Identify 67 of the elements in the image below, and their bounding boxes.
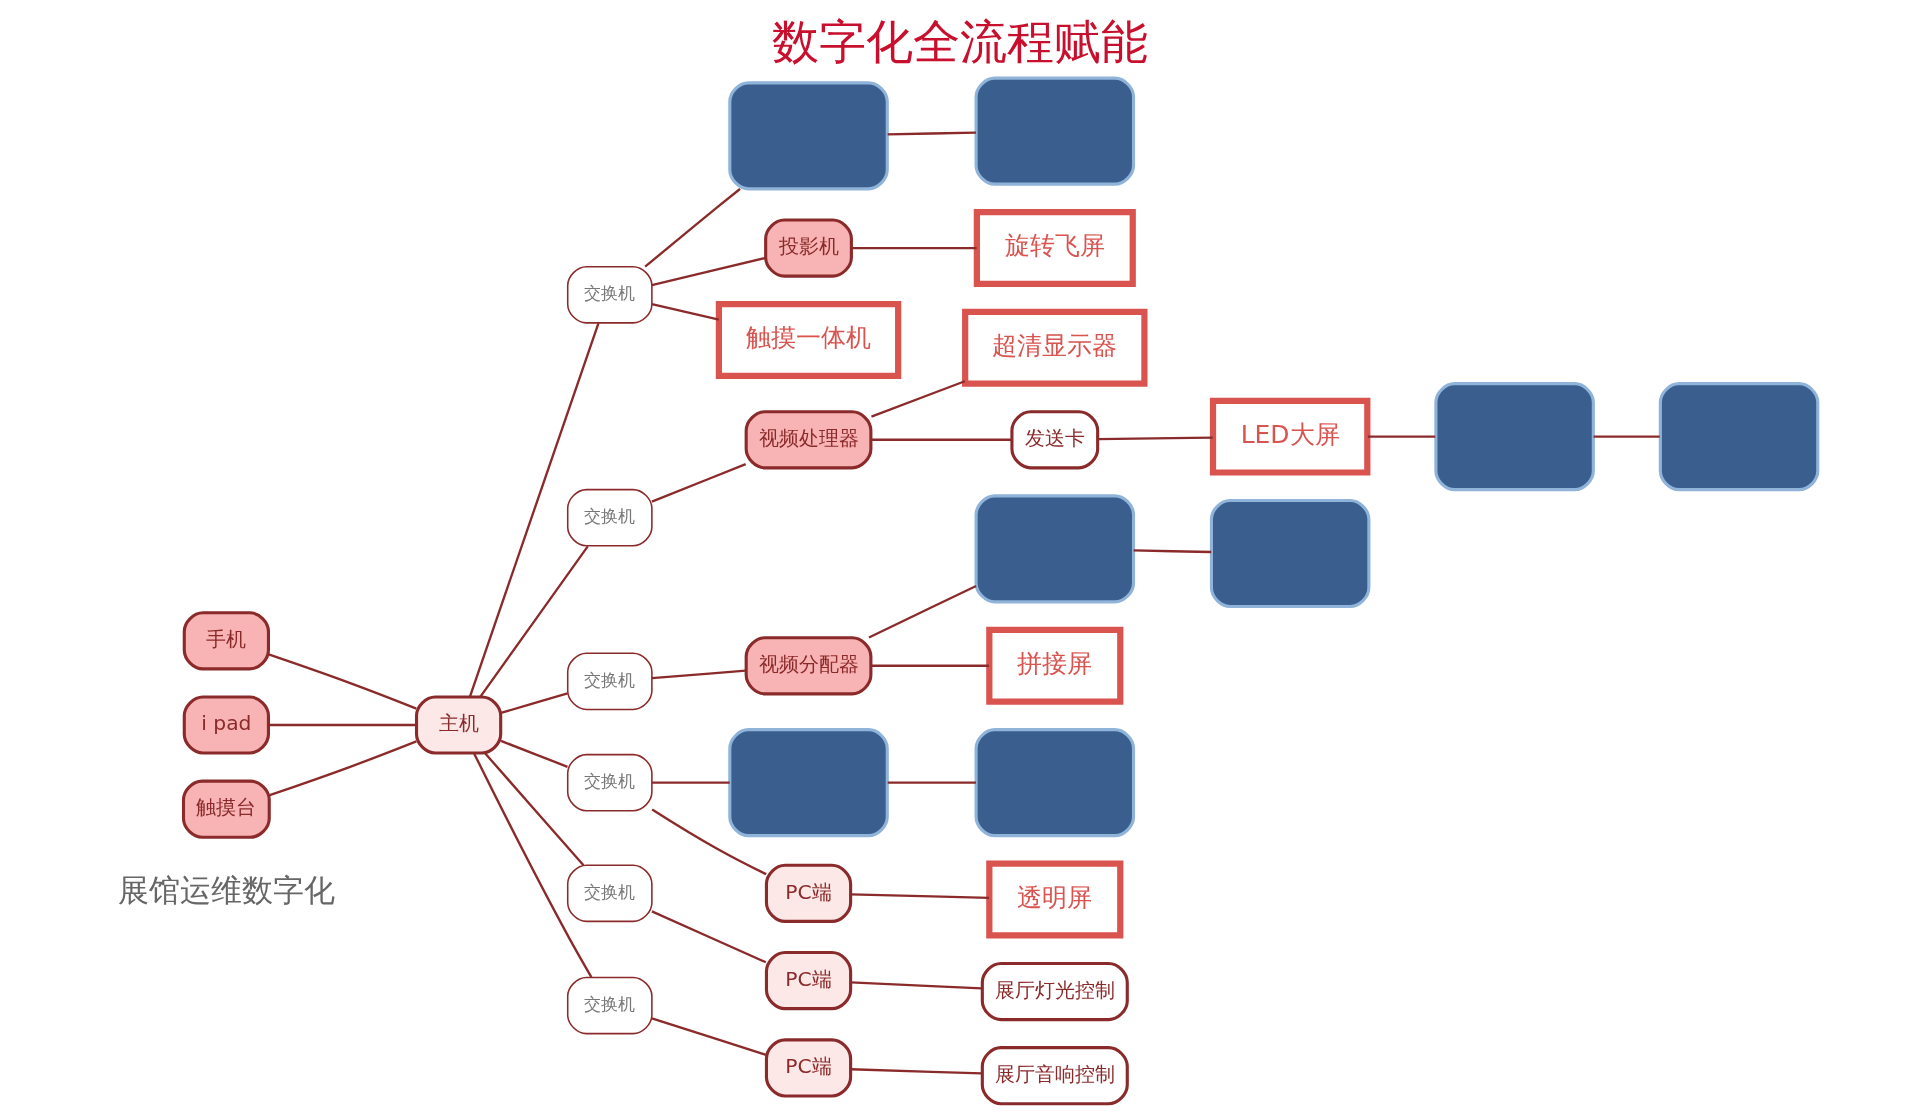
connector: [850, 981, 982, 990]
node-box: [727, 728, 889, 838]
node-box: 触摸台: [181, 779, 271, 839]
connector: [468, 322, 600, 698]
node-box: 展厅音响控制: [980, 1046, 1129, 1106]
connector: [651, 669, 746, 680]
node-box: 旋转飞屏: [973, 209, 1136, 287]
connector: [887, 781, 976, 784]
connector: [870, 664, 989, 667]
label: 展馆运维数字化: [117, 872, 335, 909]
connector: [887, 131, 976, 136]
connector: [1593, 435, 1660, 438]
connector: [870, 438, 1012, 441]
node-box: 手机: [182, 611, 270, 671]
connector: [850, 1068, 982, 1075]
node-box: 交换机: [566, 753, 653, 812]
node-box: 交换机: [566, 265, 653, 324]
node-box: 投影机: [763, 218, 853, 278]
node-box: 视频分配器: [744, 636, 872, 696]
connector: [651, 808, 767, 876]
connector: [851, 246, 977, 250]
connector: [1097, 436, 1213, 441]
node-box: [1433, 382, 1595, 492]
connector: [479, 545, 589, 698]
connector: [267, 653, 417, 710]
node-box: [1209, 499, 1370, 609]
node-box: [974, 728, 1135, 838]
node-box: LED大屏: [1209, 397, 1370, 476]
diagram-title: 数字化全流程赋能: [772, 14, 1148, 69]
connector: [1133, 549, 1211, 554]
connector: [643, 188, 741, 268]
connector: [651, 256, 765, 287]
node-box: 超清显示器: [961, 308, 1148, 387]
node-box: 交换机: [566, 652, 653, 711]
node-box: 触摸一体机: [715, 301, 901, 379]
node-box: [1658, 382, 1819, 492]
node-box: i pad: [182, 695, 270, 755]
connector: [1367, 435, 1435, 438]
connector: [867, 584, 977, 639]
node-box: [727, 81, 889, 191]
node-box: [974, 494, 1135, 604]
node-box: PC端: [764, 1038, 852, 1098]
node-box: 展厅灯光控制: [980, 961, 1129, 1022]
connector: [651, 1017, 766, 1056]
connector: [483, 752, 584, 866]
node-box: PC端: [764, 951, 852, 1011]
connector: [650, 910, 766, 964]
connector: [500, 692, 568, 715]
connector: [651, 781, 730, 784]
connector: [650, 463, 746, 503]
connector: [472, 752, 592, 978]
node-box: 交换机: [566, 864, 653, 923]
connector: [870, 380, 965, 418]
connector: [268, 723, 416, 727]
node-box: [974, 76, 1135, 186]
connector: [651, 303, 719, 321]
node-box: 拼接屏: [985, 626, 1123, 705]
node-box: 视频处理器: [744, 410, 872, 470]
node-box: 交换机: [566, 976, 653, 1035]
connector: [268, 740, 417, 797]
connector: [850, 893, 989, 900]
node-box: PC端: [764, 863, 852, 923]
node-box: 主机: [414, 695, 502, 755]
node-box: 透明屏: [985, 860, 1123, 939]
connector: [500, 739, 568, 768]
node-box: 交换机: [566, 488, 653, 547]
node-box: 发送卡: [1009, 410, 1099, 470]
